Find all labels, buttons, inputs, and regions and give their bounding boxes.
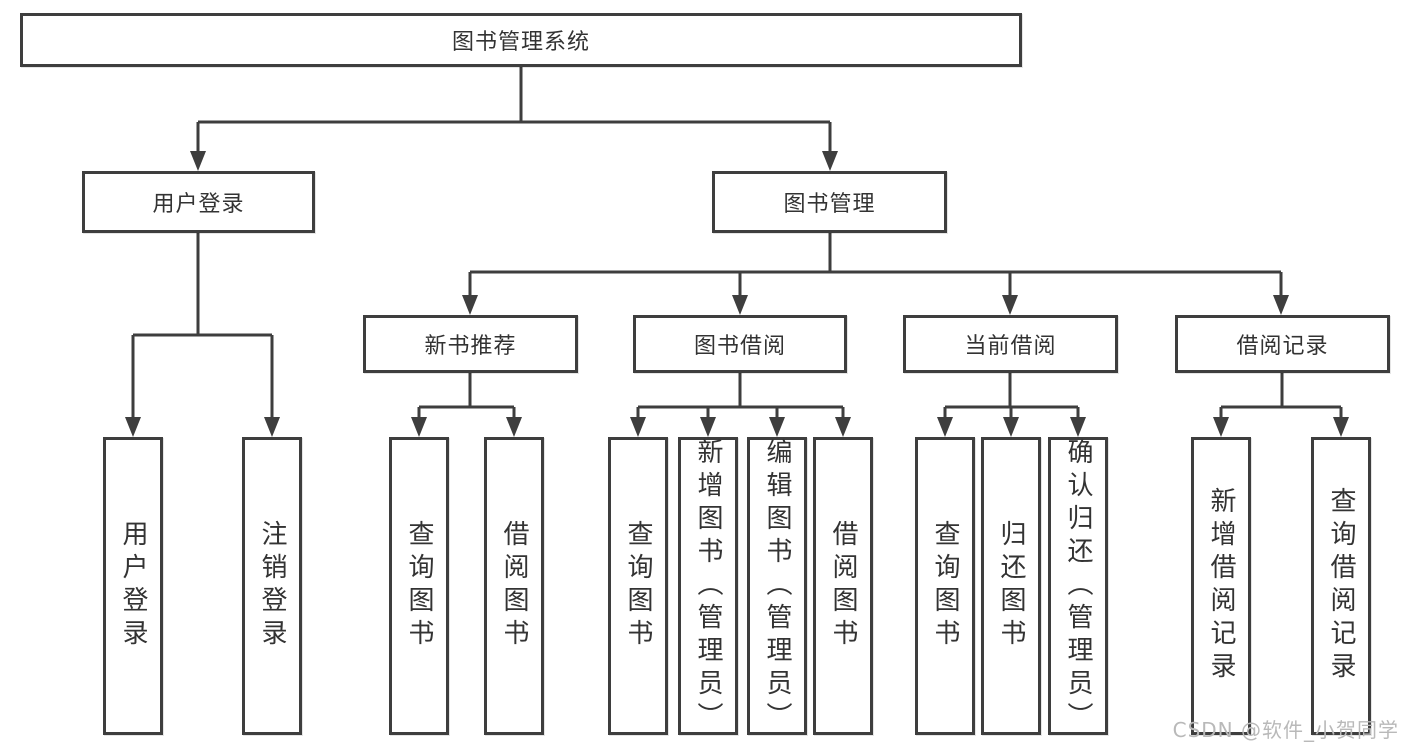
leaf-confirm-return-admin: 确认归还（管理员） <box>1048 437 1108 735</box>
node-library-system: 图书管理系统 <box>20 13 1022 67</box>
leaf-query-borrow-record-label: 查询借阅记录 <box>1326 487 1356 685</box>
node-book-management-label: 图书管理 <box>783 192 876 217</box>
leaf-confirm-return-admin-label: 确认归还（管理员） <box>1063 437 1093 735</box>
node-book-borrowing: 图书借阅 <box>633 315 847 373</box>
leaf-logout: 注销登录 <box>242 437 302 735</box>
leaf-query-books-recommend-label: 查询图书 <box>404 520 434 652</box>
leaf-logout-label: 注销登录 <box>257 520 287 652</box>
leaf-return-book-label: 归还图书 <box>996 520 1026 652</box>
leaf-borrow-books-borrowing-label: 借阅图书 <box>828 520 858 652</box>
leaf-add-borrow-record-label: 新增借阅记录 <box>1206 487 1236 685</box>
node-current-borrowing: 当前借阅 <box>903 315 1118 373</box>
leaf-user-login-label: 用户登录 <box>118 520 148 652</box>
leaf-query-books-current: 查询图书 <box>915 437 975 735</box>
leaf-borrow-books-recommend-label: 借阅图书 <box>499 520 529 652</box>
leaf-user-login: 用户登录 <box>103 437 163 735</box>
leaf-query-books-borrowing: 查询图书 <box>608 437 668 735</box>
node-book-management: 图书管理 <box>712 171 947 233</box>
node-library-system-label: 图书管理系统 <box>451 30 590 55</box>
leaf-add-book-admin-label: 新增图书（管理员） <box>693 437 723 735</box>
leaf-query-books-current-label: 查询图书 <box>930 520 960 652</box>
leaf-add-book-admin: 新增图书（管理员） <box>678 437 738 735</box>
leaf-edit-book-admin: 编辑图书（管理员） <box>747 437 807 735</box>
leaf-edit-book-admin-label: 编辑图书（管理员） <box>762 437 792 735</box>
leaf-query-books-recommend: 查询图书 <box>389 437 449 735</box>
node-new-book-recommend-label: 新书推荐 <box>424 334 517 359</box>
node-user-login: 用户登录 <box>82 171 315 233</box>
node-borrowing-records-label: 借阅记录 <box>1236 334 1329 359</box>
leaf-query-borrow-record: 查询借阅记录 <box>1311 437 1371 735</box>
leaf-return-book: 归还图书 <box>981 437 1041 735</box>
leaf-add-borrow-record: 新增借阅记录 <box>1191 437 1251 735</box>
node-book-borrowing-label: 图书借阅 <box>693 334 786 359</box>
leaf-query-books-borrowing-label: 查询图书 <box>623 520 653 652</box>
leaf-borrow-books-recommend: 借阅图书 <box>484 437 544 735</box>
node-current-borrowing-label: 当前借阅 <box>964 334 1057 359</box>
node-borrowing-records: 借阅记录 <box>1175 315 1390 373</box>
leaf-borrow-books-borrowing: 借阅图书 <box>813 437 873 735</box>
node-new-book-recommend: 新书推荐 <box>363 315 578 373</box>
node-user-login-label: 用户登录 <box>152 192 245 217</box>
